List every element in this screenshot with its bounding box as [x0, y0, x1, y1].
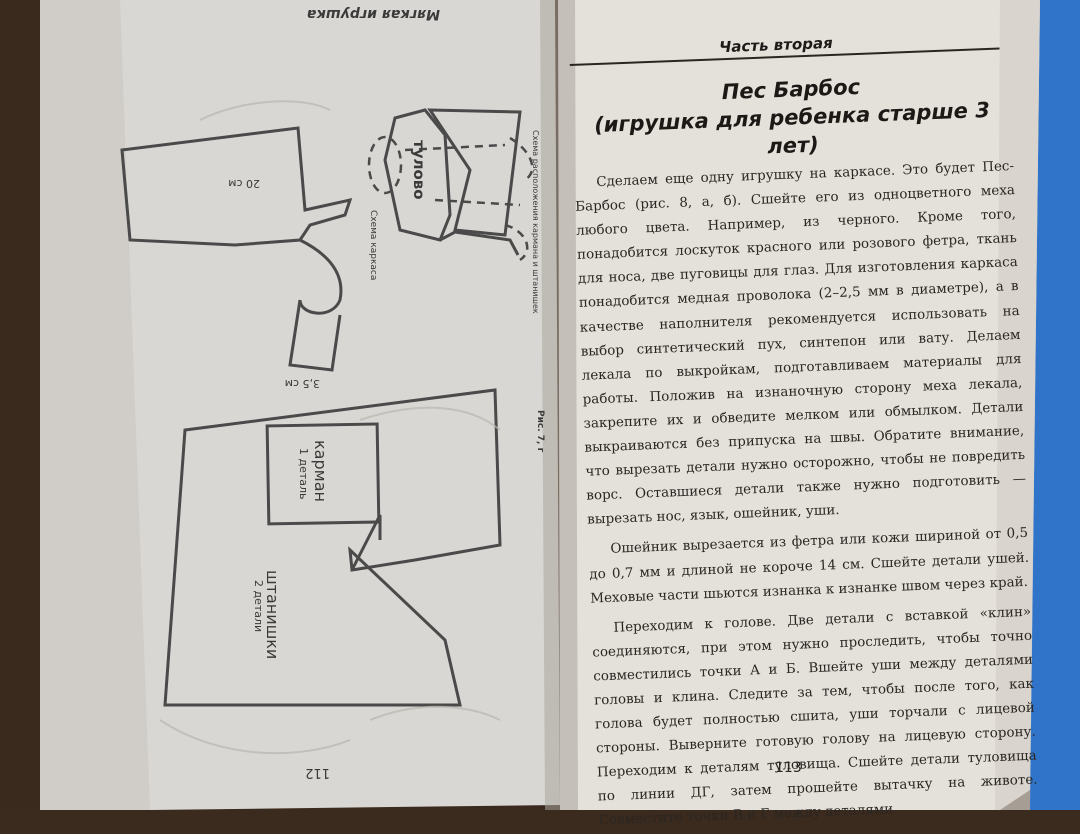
label-karman: карман	[311, 440, 330, 502]
label-schema-note: Схема расположения кармана и штанишек	[531, 130, 540, 314]
left-page	[40, 0, 560, 810]
pattern-drawings	[120, 108, 522, 707]
arm-pattern	[120, 126, 353, 247]
shtanishki-pattern	[163, 388, 502, 707]
label-measure-35: 3,5 см	[284, 377, 320, 390]
paragraph-3: Переходим к голове. Две детали с вставко…	[592, 604, 1038, 829]
karman-rectangle	[265, 422, 381, 526]
blue-cover-edge	[1030, 0, 1080, 810]
book-photo	[40, 0, 1080, 810]
label-karman-count: 1 деталь	[297, 448, 310, 500]
figure-caption: Рис. 7, г	[535, 410, 545, 453]
label-shtanishki: штанишки	[263, 570, 282, 660]
left-running-head: Мягкая игрушка	[306, 6, 440, 22]
tulovo-pattern	[383, 108, 452, 242]
paragraph-1: Сделаем еще одну игрушку на каркасе. Это…	[574, 159, 1027, 528]
label-tulovo: тулово	[410, 140, 428, 200]
paragraph-2: Ошейник вырезается из фетра или кожи шир…	[589, 526, 1030, 607]
book-spine-fold	[540, 0, 578, 810]
label-measure-20: 20 см	[228, 177, 260, 190]
leg-pattern	[288, 299, 342, 372]
right-page-text: Часть вторая Пес Барбос (игрушка для реб…	[569, 34, 1038, 829]
left-page-number: 112	[305, 765, 330, 780]
right-page-number: 113	[775, 760, 802, 776]
label-schema-karkasa: Схема каркаса	[368, 210, 378, 281]
right-page	[558, 0, 1040, 810]
label-shtanishki-count: 2 детали	[252, 580, 265, 633]
